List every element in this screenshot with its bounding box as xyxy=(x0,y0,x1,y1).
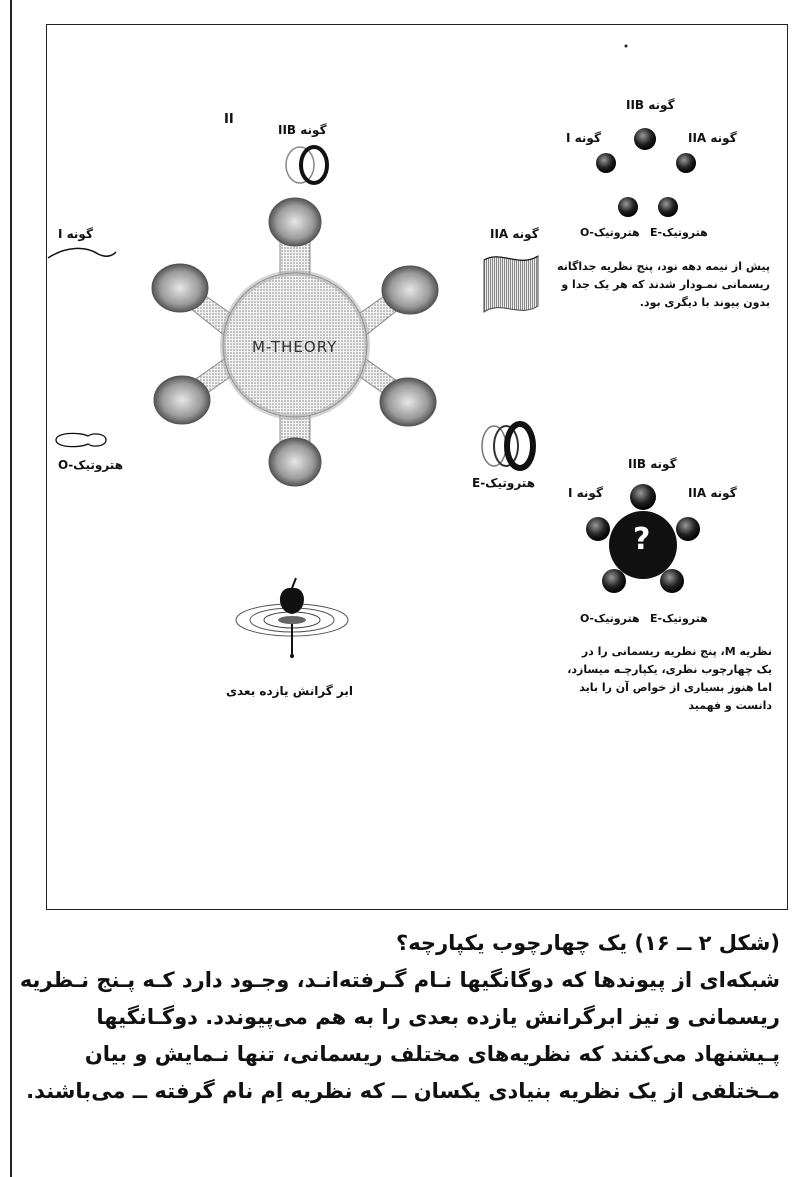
supergravity-label: ابر گرانش یازده بعدی xyxy=(226,684,353,698)
heterotic-e-label-mid: هتروتیک-E xyxy=(472,476,535,490)
type-i-label-left: گونه I xyxy=(58,227,93,241)
question-mark: ? xyxy=(633,522,650,557)
bottom-e-label: هتروتیک-E xyxy=(650,612,708,625)
bottom-o-label: هتروتیک-O xyxy=(580,612,640,625)
top-e-label: هتروتیک-E xyxy=(650,226,708,239)
bottom-iib-label: گونه IIB xyxy=(628,457,677,471)
heterotic-e-rings-icon xyxy=(476,420,540,474)
m-theory-label: M-THEORY xyxy=(252,338,337,356)
heterotic-o-label-left: هتروتیک-O xyxy=(58,458,123,472)
top-cluster-note: پیش از نیمه دهه نود، پنج نظریه جداگانه ر… xyxy=(554,258,770,312)
bottom-cluster-note: نظریه M، پنج نظریه ریسمانی را در یک چهار… xyxy=(566,643,772,715)
caption-body: شبکه‌ای از پیوندها که دوگانگیها نـام گـر… xyxy=(18,962,780,1110)
top-o-label: هتروتیک-O xyxy=(580,226,640,239)
type-iib-label: گونه IIB xyxy=(278,123,327,137)
figure-caption: (شکل ۲ ــ ۱۶) یک چهارچوب یکپارچه؟ شبکه‌ا… xyxy=(18,925,780,1110)
page-left-rule xyxy=(10,0,12,1177)
iib-rings-icon xyxy=(280,142,336,188)
type-iia-label-mid: گونه IIA xyxy=(490,227,539,241)
open-string-icon xyxy=(46,244,118,264)
roman-two-label: II xyxy=(224,112,234,127)
caption-title: (شکل ۲ ــ ۱۶) یک چهارچوب یکپارچه؟ xyxy=(18,925,780,962)
top-five-theories-icon xyxy=(590,115,700,225)
speck-mark xyxy=(624,44,628,48)
top-iib-label: گونه IIB xyxy=(626,98,675,112)
supergravity-apple-icon xyxy=(232,568,352,668)
iia-tube-icon xyxy=(480,250,544,322)
closed-loop-icon xyxy=(50,428,110,452)
